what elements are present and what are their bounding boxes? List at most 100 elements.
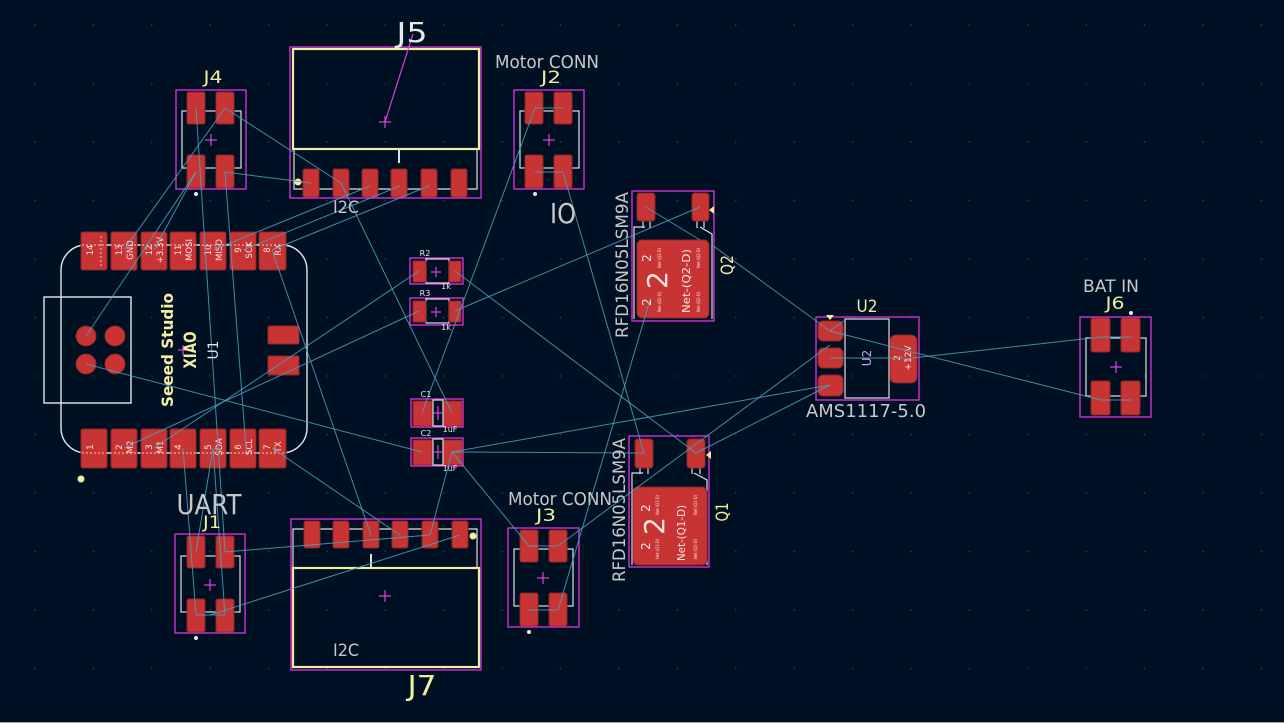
footprint-q1[interactable]: 2 2 2 Net-(Q1-D) Net-(Q1-D) Net-(Q1-D) N… [628,435,711,568]
q2-reference: Q2 [718,255,738,275]
usb-pad[interactable] [104,353,126,375]
footprint-j4[interactable] [175,89,247,196]
pad-1[interactable] [1120,380,1141,416]
pad-4[interactable] [215,154,235,189]
pad-1[interactable] [412,300,427,323]
courtyard [1079,316,1152,418]
pad-3[interactable] [1120,317,1141,353]
pad-4[interactable] [390,168,408,198]
fab-outline [633,226,645,319]
usb-pad[interactable] [104,325,126,347]
pad-4[interactable] [1090,317,1111,353]
q1-pad-2[interactable]: 2 2 2 Net-(Q1-D) Net-(Q1-D) Net-(Q1-D) N… [632,486,708,566]
u1-pad-11[interactable]: 11 MOSI [169,231,197,271]
pad-number: 11 [174,245,184,256]
pad-number: 5 [204,444,214,449]
pin1-marker [294,178,302,186]
silkscreen-body [291,566,481,669]
pad-1[interactable] [412,260,427,283]
fab-outline [513,548,574,607]
pad-3[interactable] [691,192,710,222]
pad-3[interactable] [686,438,706,469]
pad-net: +3.3V [156,237,166,264]
pad-3[interactable] [817,374,844,397]
j3-reference: J3 [535,506,556,526]
pad-shape[interactable] [632,486,708,566]
pad-net: SCL [245,439,255,455]
pad-number: 8 [263,247,273,252]
side-pad[interactable] [267,355,300,376]
pad-1[interactable] [412,439,433,466]
pad-1[interactable] [303,520,321,549]
q2-pad-2[interactable]: 2 2 2 Net-(Q2-D) Net-(Q2-D) Net-(Q2-D) N… [636,239,710,319]
fab-outline [1085,337,1147,397]
pad-net: +12V [904,345,914,371]
c1-value: 1uF [443,425,458,434]
u1-pad-14[interactable]: 14 [80,231,108,271]
ratsnest-line [209,534,461,616]
u1-pad-3[interactable]: 3 M1 [140,428,168,469]
footprint-u1[interactable]: 14 13 GND 12 +3.3V 11 MOSI 10 MISO 9 SCK [43,231,308,483]
footprint-q2[interactable]: 2 2 2 Net-(Q2-D) Net-(Q2-D) Net-(Q2-D) N… [631,190,715,322]
u1-pad-9[interactable]: 9 SCK [229,231,257,271]
u1-pad-1[interactable]: 1 [80,428,108,469]
pad-shape[interactable] [636,239,710,319]
footprint-r3[interactable] [409,297,464,326]
j1-label: UART [177,488,243,521]
pin1-marker [1129,311,1133,315]
ratsnest-line [557,299,651,611]
u1-pad-10[interactable]: 10 MISO [199,231,227,271]
pad-number-small: 2 [639,542,653,550]
side-pad[interactable] [267,325,300,345]
pad-number: 2 [641,271,674,289]
j2-note: IO [550,197,576,230]
u1-pad-2[interactable]: 2 M2 [110,428,138,469]
ratsnest-line [212,185,371,251]
pad-2[interactable] [332,520,350,549]
pad-number: 13 [115,245,125,256]
pad-shape[interactable] [169,231,197,271]
pad-1[interactable] [634,438,654,469]
footprint-j6[interactable] [1079,311,1152,418]
fab-outline [293,149,478,190]
pad-shape[interactable] [229,231,257,271]
u1-pad-6[interactable]: 6 SCL [229,428,257,469]
q2-value: RFD16N05LSM9A [613,192,633,338]
anchor-cross-icon [204,579,216,591]
anchor-cross-icon [1110,361,1122,373]
pad-net-tiny: Net-(Q2-D) [696,248,701,268]
pad-shape[interactable] [199,231,227,271]
pad-2[interactable] [1090,380,1111,416]
pad-5[interactable] [420,168,438,198]
pad-6[interactable] [450,168,468,198]
pad-net: Net-(Q2-D) [680,249,693,313]
pad-2[interactable] [442,400,463,427]
footprint-j7[interactable] [290,518,482,671]
courtyard [815,316,920,401]
u1-pad-12[interactable]: 12 +3.3V [140,231,168,271]
pad-shape[interactable] [140,428,168,469]
ratsnest-line [212,447,226,616]
ratsnest-line [695,384,831,454]
ratsnest-line [224,171,247,449]
ratsnest-line [195,107,226,553]
pad-1[interactable] [412,400,433,427]
ratsnest-line [562,171,645,454]
pad-shape[interactable] [229,428,257,469]
pad-shape[interactable] [80,428,108,469]
ratsnest-line [271,447,401,536]
anchor-cross-icon [431,267,441,277]
courtyard [290,518,482,671]
courtyard [174,533,246,634]
pad-shape[interactable] [110,428,138,469]
pad-number-small: 2 [639,504,653,512]
ratsnest-line [224,171,312,184]
ratsnest-line [645,206,701,241]
footprint-c1[interactable] [410,398,464,428]
ratsnest-line [454,206,701,312]
pad-3[interactable] [361,168,379,198]
pad-net-tiny: Net-(Q2-D) [657,292,662,312]
pad-6[interactable] [451,520,469,549]
pad-shape[interactable] [140,231,168,271]
